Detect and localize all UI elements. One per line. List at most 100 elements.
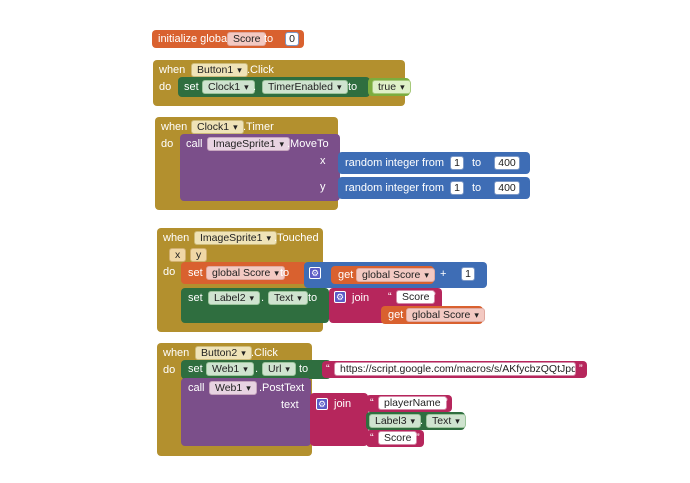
set-label2-text-block[interactable]: set Label2 . Text to (181, 288, 329, 323)
component-dropdown-clock1[interactable]: Clock1 (191, 120, 244, 134)
set-label: set (184, 81, 199, 93)
when-label: when (161, 121, 188, 133)
close-quote-icon: ” (432, 291, 436, 303)
variable-dropdown-global-score[interactable]: global Score (406, 308, 485, 322)
set-label: set (188, 292, 203, 304)
component-dropdown-button2[interactable]: Button2 (195, 346, 252, 360)
component-dropdown-web1[interactable]: Web1 (209, 381, 257, 395)
global-variable-name-field[interactable]: Score (227, 32, 267, 46)
close-quote-icon: ” (416, 432, 420, 444)
when-label: when (163, 347, 190, 359)
method-name-label: .MoveTo (287, 138, 329, 150)
component-dropdown-clock1[interactable]: Clock1 (202, 80, 255, 94)
dot-label: . (261, 292, 265, 304)
boolean-dropdown-true[interactable]: true (372, 80, 411, 94)
url-string-field[interactable]: https://script.google.com/macros/s/AKfyc… (334, 362, 576, 376)
score-string-block[interactable]: “ Score ” (366, 430, 424, 447)
increment-number[interactable]: 1 (461, 267, 475, 281)
get-global-score-block[interactable]: get global Score (331, 266, 435, 284)
set-global-score-block[interactable]: set global Score to (181, 262, 307, 284)
text-param-label: text (281, 399, 299, 411)
set-clock1-timerenabled-block[interactable]: set Clock1 . TimerEnabled to (178, 77, 370, 97)
dot-label: . (255, 363, 259, 375)
event-param-x[interactable]: x (169, 248, 187, 262)
do-label: do (161, 138, 174, 150)
when-label: when (163, 232, 190, 244)
get-label: get (388, 309, 404, 321)
event-name-label: .Click (251, 347, 278, 359)
event-name-label: .Click (247, 64, 274, 76)
event-name-label: .Touched (274, 232, 319, 244)
text-join-block[interactable]: ⚙ join (310, 393, 368, 446)
property-dropdown-url[interactable]: Url (262, 362, 296, 376)
component-dropdown-imagesprite1[interactable]: ImageSprite1 (194, 231, 277, 245)
initial-value-number[interactable]: 0 (285, 32, 299, 46)
param-y-label: y (320, 181, 326, 193)
param-x-label: x (320, 155, 326, 167)
get-label: get (338, 269, 354, 281)
to-label: to (472, 157, 482, 169)
to-label: to (472, 182, 482, 194)
set-label: set (188, 363, 203, 375)
random-integer-block-x[interactable]: random integer from 1 to 400 (338, 152, 530, 174)
get-global-score-block[interactable]: get global Score (381, 306, 485, 324)
property-dropdown-text[interactable]: Text (426, 414, 466, 428)
logic-true-block[interactable]: true (368, 78, 411, 96)
url-string-block[interactable]: “ https://script.google.com/macros/s/AKf… (322, 361, 587, 378)
mutator-gear-icon[interactable]: ⚙ (316, 398, 328, 410)
string-value-field[interactable]: Score (378, 431, 418, 445)
close-quote-icon: ” (579, 363, 583, 375)
method-name-label: .PostText (259, 382, 305, 394)
text-string-block[interactable]: “ Score ” (384, 289, 440, 306)
property-dropdown-text[interactable]: Text (268, 291, 308, 305)
component-dropdown-label2[interactable]: Label2 (208, 291, 261, 305)
call-imagesprite1-moveto-block[interactable]: call ImageSprite1 .MoveTo x y (180, 134, 340, 201)
open-quote-icon: “ (388, 291, 392, 303)
dot-label: . (420, 415, 424, 427)
to-label: to (308, 292, 318, 304)
open-quote-icon: “ (370, 432, 374, 444)
close-quote-icon: ” (444, 397, 448, 409)
to-label: to (348, 81, 358, 93)
label3-text-getter-block[interactable]: Label3 . Text (366, 412, 466, 430)
set-label: set (188, 267, 203, 279)
when-label: when (159, 64, 186, 76)
to-label: to (299, 363, 309, 375)
component-dropdown-button1[interactable]: Button1 (191, 63, 248, 77)
variable-dropdown-global-score[interactable]: global Score (356, 268, 435, 282)
to-label: to (264, 33, 274, 45)
string-value-field[interactable]: Score (396, 290, 436, 304)
random-to-number[interactable]: 400 (494, 156, 520, 170)
random-integer-label: random integer from (345, 182, 445, 194)
component-dropdown-web1[interactable]: Web1 (206, 362, 254, 376)
mutator-gear-icon[interactable]: ⚙ (309, 267, 321, 279)
component-dropdown-imagesprite1[interactable]: ImageSprite1 (207, 137, 290, 151)
event-param-y[interactable]: y (190, 248, 208, 262)
open-quote-icon: “ (370, 397, 374, 409)
playername-string-block[interactable]: “ playerName ” (366, 395, 452, 412)
join-label: join (334, 398, 352, 410)
call-label: call (186, 138, 203, 150)
random-from-number[interactable]: 1 (450, 156, 464, 170)
random-integer-block-y[interactable]: random integer from 1 to 400 (338, 177, 530, 199)
dot-label: . (253, 81, 257, 93)
mutator-gear-icon[interactable]: ⚙ (334, 291, 346, 303)
string-value-field[interactable]: playerName (378, 396, 447, 410)
plus-operator-label: + (440, 268, 447, 280)
to-label: to (280, 267, 290, 279)
do-label: do (159, 81, 172, 93)
join-label: join (352, 292, 370, 304)
property-dropdown-timerenabled[interactable]: TimerEnabled (262, 80, 348, 94)
component-dropdown-label3[interactable]: Label3 (369, 414, 422, 428)
call-web1-posttext-block[interactable]: call Web1 .PostText text (181, 378, 311, 446)
event-name-label: .Timer (243, 121, 274, 133)
initialize-global-block[interactable]: initialize global Score to 0 (152, 30, 304, 48)
initialize-global-label: initialize global (158, 33, 230, 45)
variable-dropdown-global-score[interactable]: global Score (206, 266, 285, 280)
random-from-number[interactable]: 1 (450, 181, 464, 195)
call-label: call (188, 382, 205, 394)
set-web1-url-block[interactable]: set Web1 . Url to (181, 360, 331, 379)
do-label: do (163, 364, 176, 376)
do-label: do (163, 266, 176, 278)
random-to-number[interactable]: 400 (494, 181, 520, 195)
